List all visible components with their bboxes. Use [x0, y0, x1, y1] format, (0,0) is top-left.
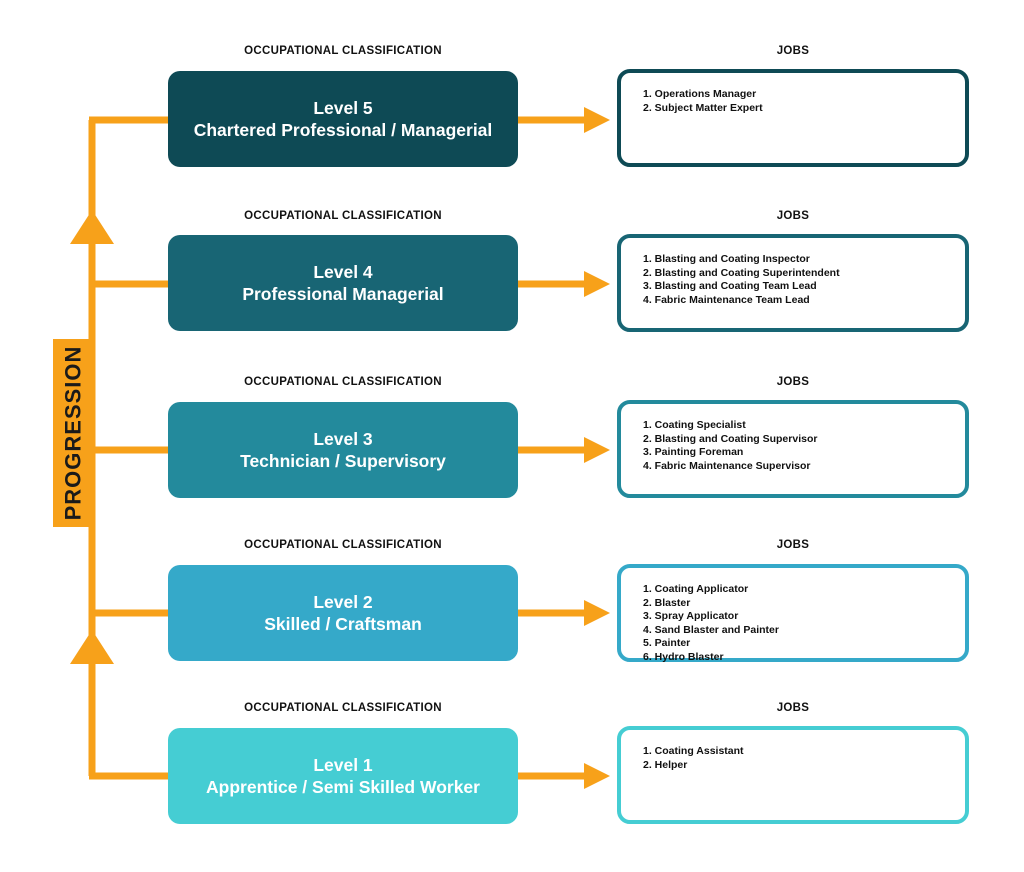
level-subtitle: Chartered Professional / Managerial [193, 120, 493, 140]
job-item: 1. Coating Specialist [643, 419, 746, 431]
level-subtitle: Professional Managerial [242, 284, 444, 304]
job-item: 1. Blasting and Coating Inspector [643, 253, 810, 265]
job-item: 2. Blaster [643, 596, 691, 609]
occupational-heading-level-5: OCCUPATIONAL CLASSIFICATION [244, 45, 442, 57]
level-subtitle: Skilled / Craftsman [264, 614, 422, 634]
job-item: 2. Subject Matter Expert [643, 101, 763, 114]
jobs-heading-level-4: JOBS [776, 210, 810, 222]
level-title: Level 4 [313, 262, 373, 282]
job-item: 2. Blasting and Coating Supervisor [643, 432, 818, 445]
jobs-heading-level-1: JOBS [776, 702, 810, 714]
level-title: Level 3 [313, 429, 373, 449]
job-item: 3. Painting Foreman [643, 446, 744, 458]
job-item: 4. Sand Blaster and Painter [643, 623, 779, 636]
job-item: 5. Painter [643, 637, 691, 649]
right-arrowhead-icon [584, 763, 610, 789]
jobs-heading-level-3: JOBS [776, 376, 810, 388]
job-item: 1. Coating Assistant [643, 745, 744, 757]
up-arrowhead-icon [70, 630, 114, 664]
occupational-heading-level-4: OCCUPATIONAL CLASSIFICATION [244, 210, 442, 222]
level-subtitle: Technician / Supervisory [240, 451, 446, 471]
level-title: Level 1 [313, 755, 373, 775]
job-item: 2. Helper [643, 758, 688, 771]
progression-label: PROGRESSION [53, 339, 93, 527]
right-arrowhead-icon [584, 600, 610, 626]
level-title: Level 5 [313, 98, 373, 118]
right-arrowhead-icon [584, 107, 610, 133]
occupational-heading-level-2: OCCUPATIONAL CLASSIFICATION [244, 539, 442, 551]
level-title: Level 2 [313, 592, 373, 612]
job-item: 3. Spray Applicator [643, 610, 739, 622]
occupational-heading-level-1: OCCUPATIONAL CLASSIFICATION [244, 702, 442, 714]
job-item: 3. Blasting and Coating Team Lead [643, 280, 817, 292]
job-item: 4. Fabric Maintenance Supervisor [643, 459, 811, 472]
job-item: 6. Hydro Blaster [643, 650, 724, 663]
jobs-heading-level-2: JOBS [776, 539, 810, 551]
right-arrowhead-icon [584, 271, 610, 297]
job-item: 4. Fabric Maintenance Team Lead [643, 293, 810, 306]
right-arrowhead-icon [584, 437, 610, 463]
progression-label-text: PROGRESSION [60, 345, 85, 521]
job-item: 1. Operations Manager [643, 88, 757, 100]
job-item: 1. Coating Applicator [643, 583, 749, 595]
up-arrowhead-icon [70, 210, 114, 244]
level-subtitle: Apprentice / Semi Skilled Worker [206, 777, 480, 797]
jobs-heading-level-5: JOBS [776, 45, 810, 57]
job-item: 2. Blasting and Coating Superintendent [643, 266, 840, 279]
occupational-heading-level-3: OCCUPATIONAL CLASSIFICATION [244, 376, 442, 388]
